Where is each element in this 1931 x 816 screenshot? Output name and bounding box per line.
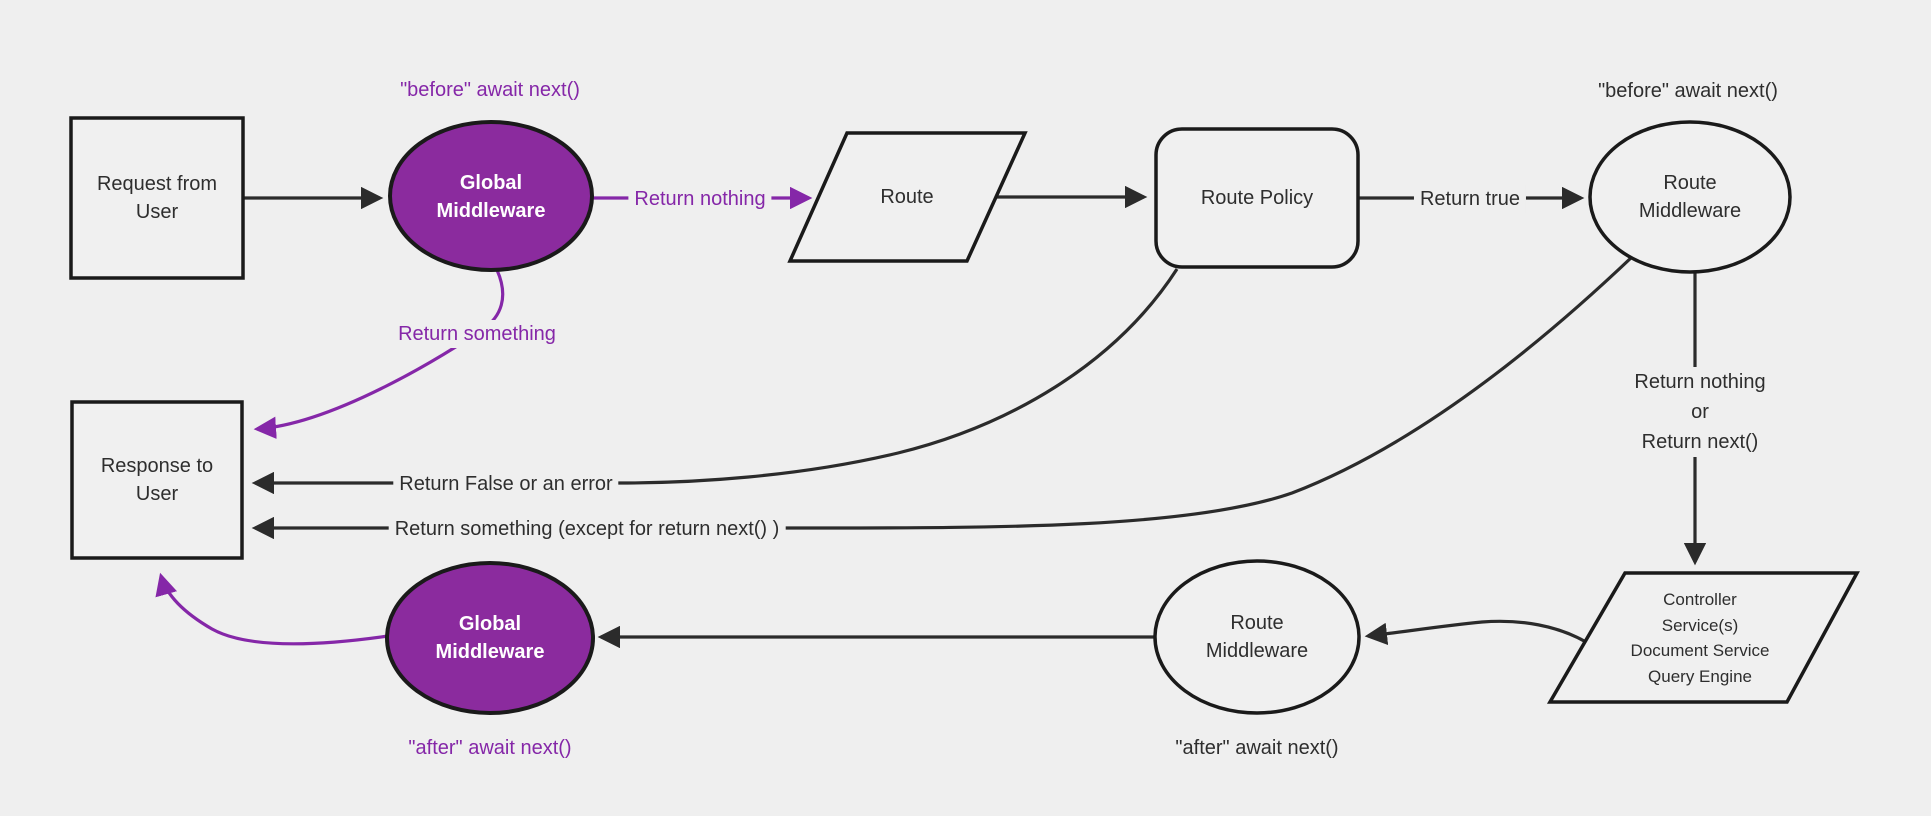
response-to-user-node [70, 400, 244, 560]
controller-services-node [1546, 571, 1860, 704]
after-await-next-global-label: "after" await next() [408, 737, 572, 759]
route-label: Route [880, 186, 934, 208]
edge-route-middleware-return-something-to-response [251, 254, 1635, 540]
route-policy-label: Route Policy [1200, 187, 1314, 209]
route-middleware-bottom-label: Route Middleware [1205, 612, 1309, 662]
return-something-except-label: Return something (except for return next… [388, 515, 786, 543]
request-from-user-node [69, 116, 245, 280]
before-await-next-global-label: "before" await next() [400, 79, 580, 101]
request-from-user-label: Request from User [96, 173, 218, 223]
edge-controller-to-route-middleware-bottom [1364, 619, 1587, 646]
after-await-next-route-label: "after" await next() [1175, 737, 1339, 759]
global-middleware-top-node [388, 120, 594, 272]
controller-services-label: Controller Service(s) Document Service Q… [1630, 590, 1770, 686]
return-false-or-error-label: Return False or an error [393, 470, 619, 498]
route-policy-node [1154, 127, 1360, 269]
route-node [787, 131, 1028, 263]
edge-route-policy-return-false-to-response [251, 268, 1179, 495]
global-middleware-bottom-node [385, 561, 595, 715]
edge-global-middleware-return-something-to-response [253, 269, 505, 439]
global-middleware-bottom-label: Global Middleware [435, 613, 545, 663]
response-to-user-label: Response to User [100, 455, 214, 505]
return-nothing-or-next-label: Return nothing or Return next() [1628, 367, 1772, 457]
return-nothing-label: Return nothing [628, 185, 772, 213]
global-middleware-top-label: Global Middleware [436, 172, 546, 222]
route-middleware-top-node [1588, 120, 1792, 274]
return-true-label: Return true [1413, 185, 1527, 213]
route-middleware-top-label: Route Middleware [1638, 172, 1742, 222]
before-await-next-route-label: "before" await next() [1598, 80, 1778, 102]
edge-global-middleware-bottom-to-response [155, 572, 389, 646]
return-something-label: Return something [392, 320, 562, 348]
route-middleware-bottom-node [1153, 559, 1361, 715]
